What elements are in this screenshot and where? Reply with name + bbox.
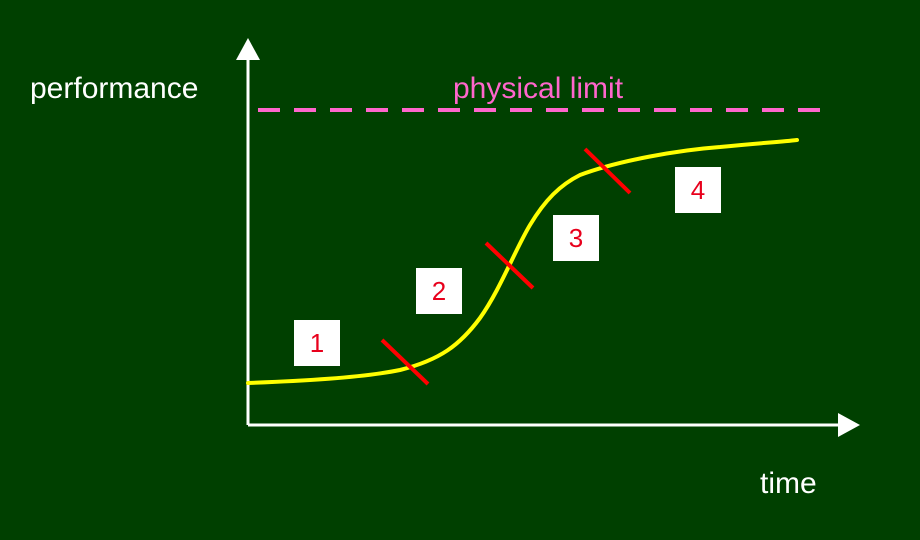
y-axis-label: performance [30,72,199,105]
stage-divider-1-2 [380,338,430,386]
physical-limit-label: physical limit [453,72,624,105]
stage-label-1: 1 [294,320,340,366]
stage-divider-3-4 [583,147,632,195]
performance-curve [246,138,799,385]
y-axis-arrowhead [236,38,260,60]
x-axis-label: time [760,467,817,500]
x-axis-arrowhead [838,413,860,437]
stage-label-4: 4 [675,167,721,213]
stage-label-3: 3 [553,215,599,261]
stage-label-2: 2 [416,268,462,314]
stage-divider-2-3 [484,241,535,290]
